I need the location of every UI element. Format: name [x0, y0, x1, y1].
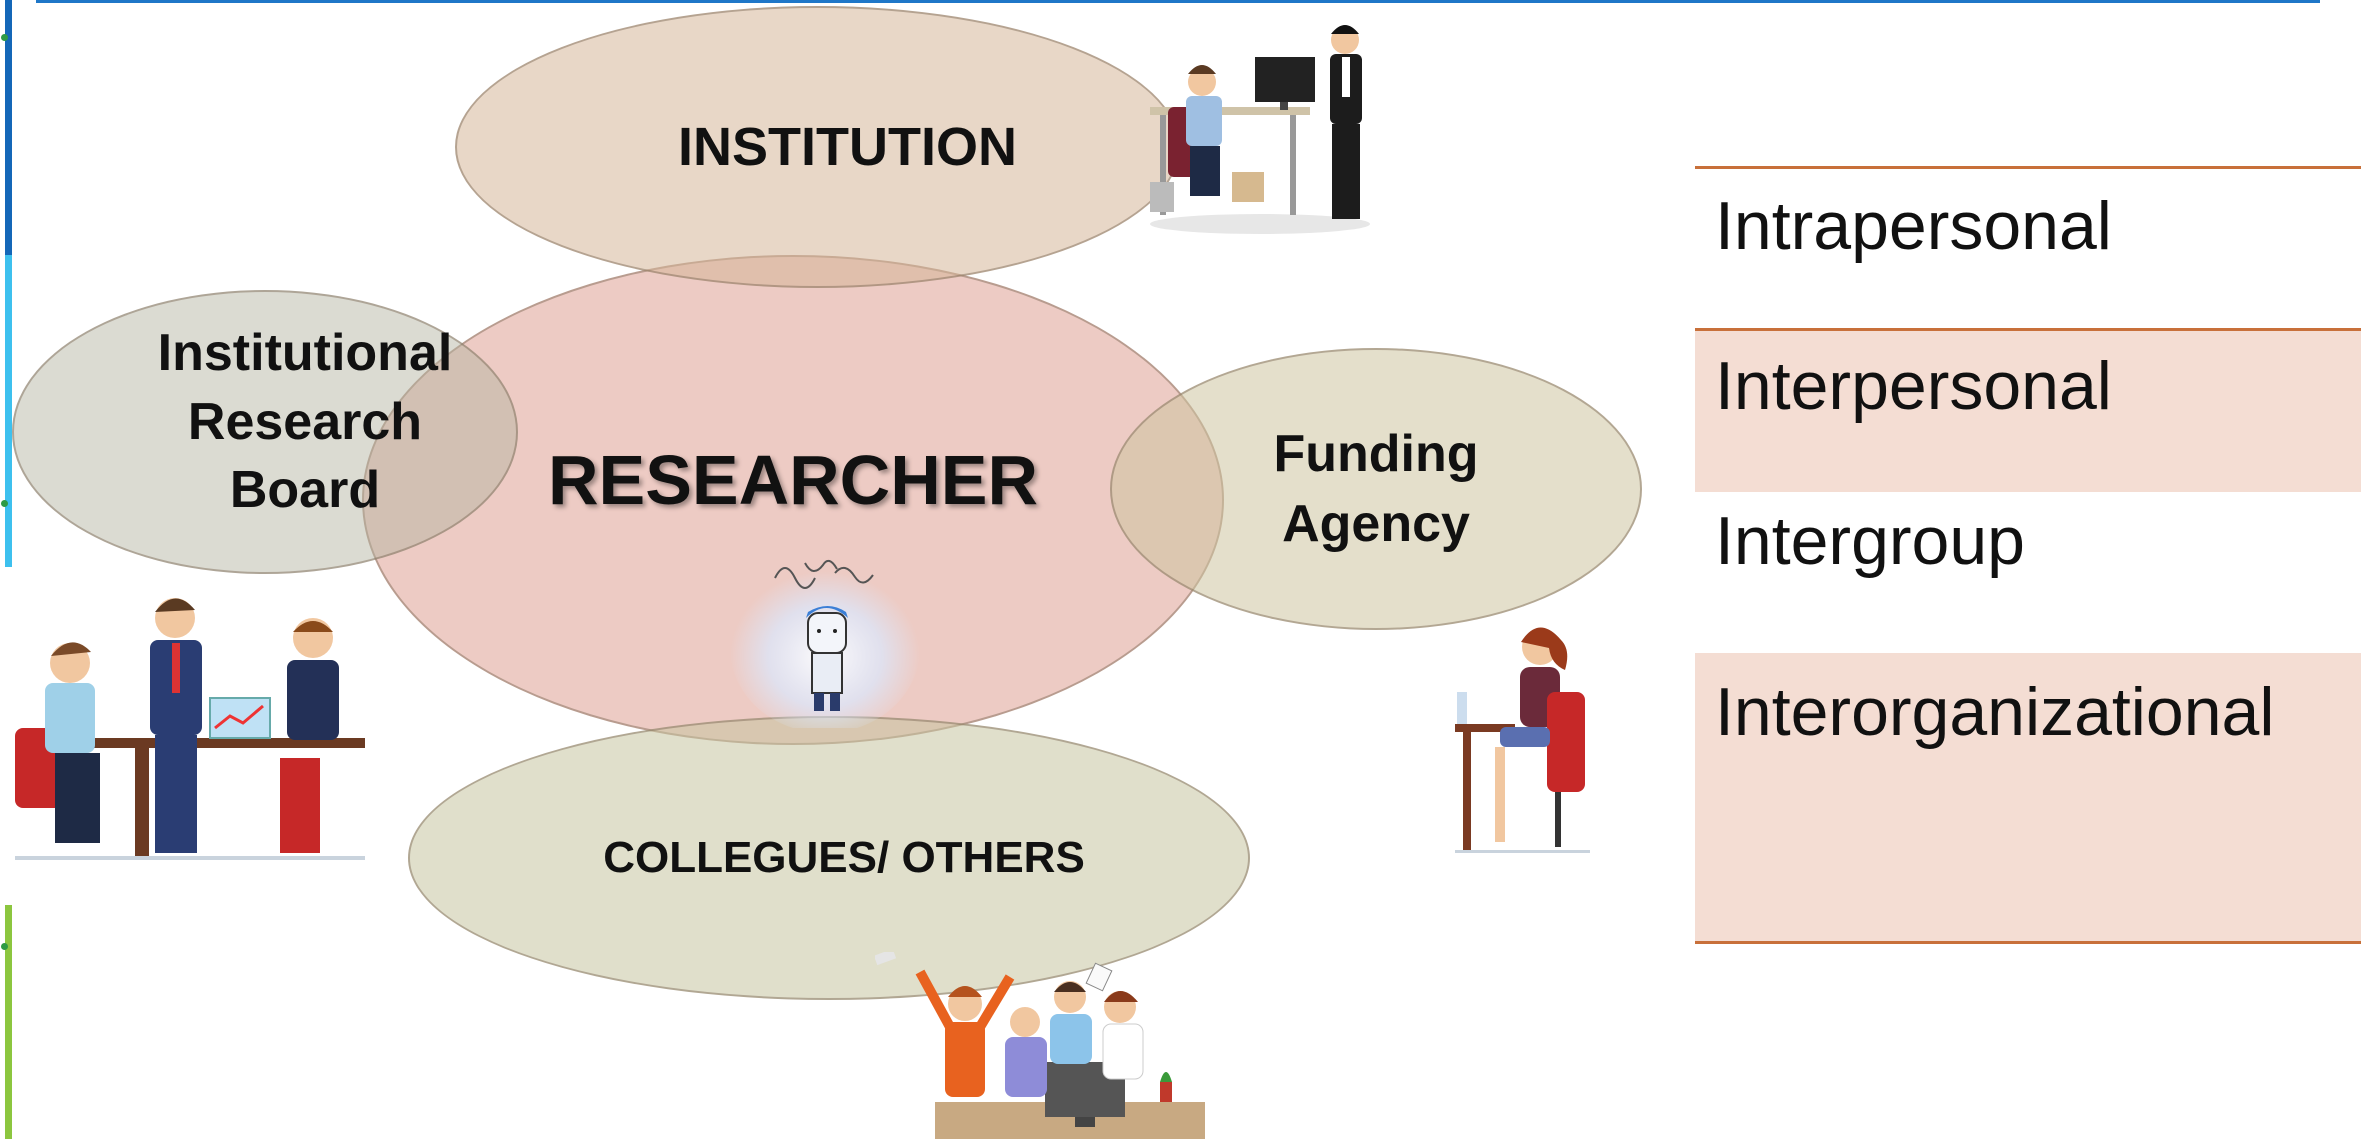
team-celebration-illustration: [875, 952, 1205, 1139]
irb-ellipse: Institutional Research Board: [12, 290, 518, 574]
level-row-intergroup: Intergroup: [1695, 492, 2361, 642]
funding-label: Funding Agency: [1273, 424, 1479, 553]
level-label: Intrapersonal: [1715, 188, 2112, 264]
side-dot: [1, 943, 8, 950]
side-dot: [1, 34, 8, 41]
institution-ellipse: INSTITUTION: [455, 6, 1180, 288]
level-label: Intergroup: [1715, 503, 2025, 579]
level-row-interorganizational: Interorganizational: [1695, 653, 2361, 944]
meeting-illustration: [15, 598, 365, 860]
top-rule: [36, 0, 2320, 3]
woman-at-desk-illustration: [1455, 627, 1590, 853]
side-dot: [1, 500, 8, 507]
level-row-intrapersonal: Intrapersonal: [1695, 166, 2361, 328]
side-accent-bar: [5, 255, 12, 567]
side-accent-bar: [5, 905, 12, 1139]
researcher-label: RESEARCHER: [547, 441, 1039, 519]
level-label: Interpersonal: [1715, 348, 2112, 424]
colleagues-label: COLLEGUES/ OTHERS: [603, 833, 1085, 882]
funding-ellipse: Funding Agency: [1110, 348, 1642, 630]
level-row-interpersonal: Interpersonal: [1695, 328, 2361, 492]
side-accent-bar: [5, 0, 12, 255]
irb-label: Institutional Research Board: [157, 324, 453, 520]
confused-researcher-figure: [730, 559, 920, 728]
office-workers-illustration: [1150, 25, 1370, 234]
colleagues-ellipse: COLLEGUES/ OTHERS: [408, 716, 1250, 1000]
level-label: Interorganizational: [1715, 674, 2275, 750]
institution-label: INSTITUTION: [678, 117, 1017, 177]
